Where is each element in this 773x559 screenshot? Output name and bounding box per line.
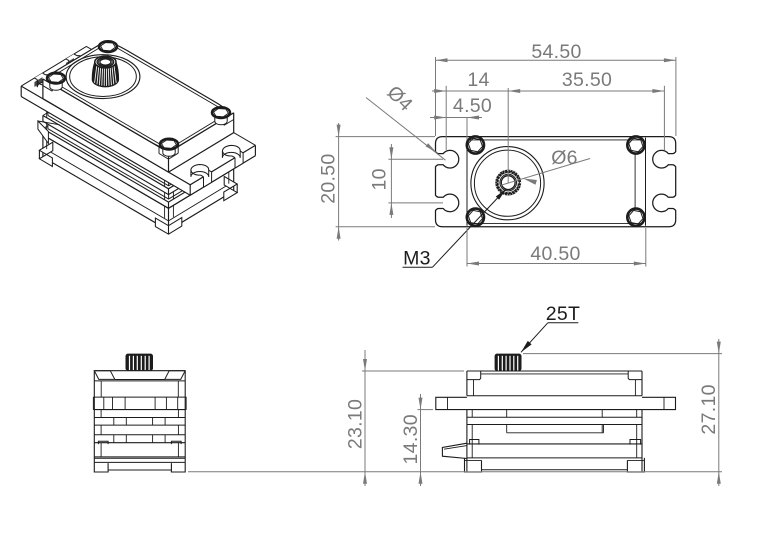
svg-text:M3: M3 [403, 248, 431, 270]
svg-text:35.50: 35.50 [562, 69, 612, 91]
svg-text:27.10: 27.10 [698, 384, 720, 434]
svg-text:Ø6: Ø6 [551, 147, 578, 169]
svg-text:40.50: 40.50 [530, 243, 580, 265]
svg-text:54.50: 54.50 [531, 41, 581, 63]
svg-text:4.50: 4.50 [453, 95, 492, 117]
svg-text:10: 10 [368, 168, 390, 190]
svg-text:14: 14 [467, 69, 489, 91]
svg-text:23.10: 23.10 [344, 399, 366, 449]
svg-text:20.50: 20.50 [318, 153, 340, 203]
svg-text:25T: 25T [546, 303, 581, 325]
svg-text:14.30: 14.30 [400, 414, 422, 464]
